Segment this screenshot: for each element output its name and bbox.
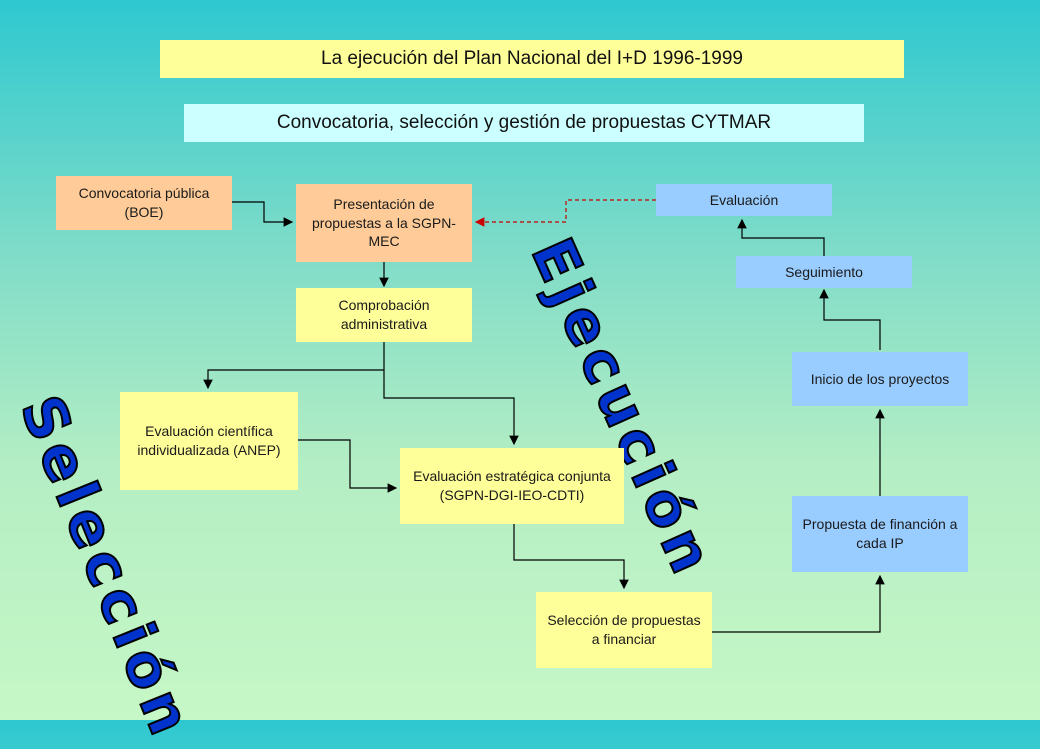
box-propuesta-label: Propuesta de financión a cada IP xyxy=(802,516,958,551)
box-eval-cientifica-label: Evaluación científica individualizada (A… xyxy=(137,423,281,458)
box-inicio-label: Inicio de los proyectos xyxy=(810,370,950,387)
box-propuesta-financiacion: Propuesta de financión a cada IP xyxy=(792,496,968,572)
box-presentacion-label: Presentación de propuestas a la SGPN-MEC xyxy=(312,195,456,250)
diagram-title: La ejecución del Plan Nacional del I+D 1… xyxy=(160,40,904,78)
box-seleccion-label: Selección de propuestas a financiar xyxy=(547,612,701,647)
box-seguimiento-label: Seguimiento xyxy=(785,263,863,280)
connector-lines xyxy=(203,199,885,633)
arrow-estrategica-seleccion xyxy=(513,524,629,590)
box-convocatoria-label: Convocatoria pública (BOE) xyxy=(78,185,210,220)
box-presentacion-propuestas: Presentación de propuestas a la SGPN-MEC xyxy=(296,184,472,262)
box-convocatoria-publica: Convocatoria pública (BOE) xyxy=(56,176,232,230)
arrow-inicio-seguimiento xyxy=(819,288,881,350)
box-eval-estrategica-label: Evaluación estratégica conjunta (SGPN-DG… xyxy=(413,468,611,503)
box-comprobacion-administrativa: Comprobación administrativa xyxy=(296,288,472,342)
box-seleccion-propuestas: Selección de propuestas a financiar xyxy=(536,592,712,668)
feedback-arrow-evaluacion-presentacion xyxy=(474,199,656,227)
arrow-convocatoria-presentacion xyxy=(232,201,294,227)
arrow-seleccion-propuesta xyxy=(712,574,885,633)
arrow-seguimiento-evaluacion xyxy=(737,218,825,256)
box-inicio-proyectos: Inicio de los proyectos xyxy=(792,352,968,406)
box-evaluacion-label: Evaluación xyxy=(709,191,779,208)
arrow-cientifica-estrategica xyxy=(298,439,398,493)
arrow-to-eval-estrategica xyxy=(383,370,519,446)
box-evaluacion-cientifica: Evaluación científica individualizada (A… xyxy=(120,392,298,490)
box-comprobacion-label: Comprobación administrativa xyxy=(338,297,430,332)
diagram-subtitle: Convocatoria, selección y gestión de pro… xyxy=(184,104,864,142)
box-evaluacion-estrategica: Evaluación estratégica conjunta (SGPN-DG… xyxy=(400,448,624,524)
box-evaluacion: Evaluación xyxy=(656,184,832,216)
box-seguimiento: Seguimiento xyxy=(736,256,912,288)
arrow-to-eval-cientifica xyxy=(203,369,384,390)
